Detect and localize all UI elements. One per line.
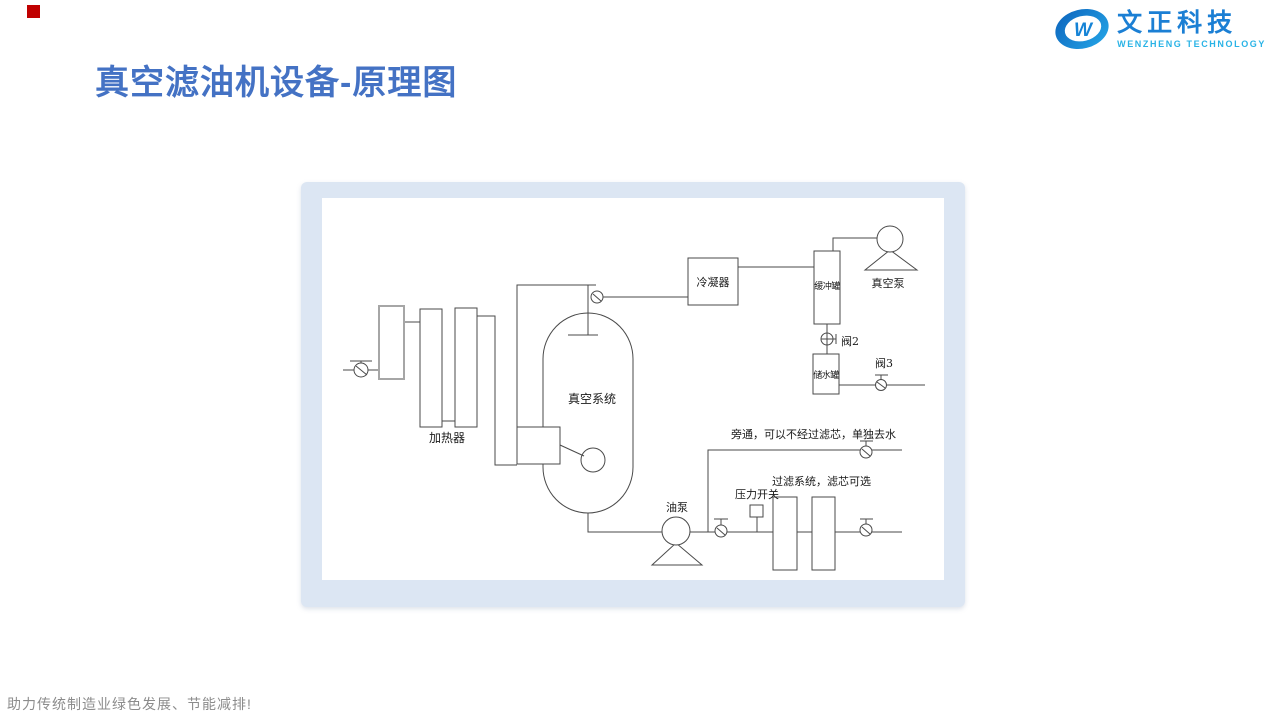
pressure-switch-symbol xyxy=(749,504,764,518)
valve-3-symbol xyxy=(875,374,888,391)
page-title: 真空滤油机设备-原理图 xyxy=(95,64,458,102)
water-tank xyxy=(812,353,840,395)
level-float-assembly xyxy=(516,426,606,473)
condenser-label: 冷凝器 xyxy=(697,275,730,289)
outlet-valve-symbol xyxy=(859,518,873,537)
water-tank-label: 储水罐 xyxy=(813,369,839,381)
heater-label: 加热器 xyxy=(429,431,465,445)
brand-subtitle: WENZHENG TECHNOLOGY xyxy=(1117,39,1266,49)
pressure-switch-label: 压力开关 xyxy=(735,487,779,501)
valve-2-label: 阀2 xyxy=(841,334,859,348)
vacuum-pump-symbol xyxy=(863,225,919,271)
bypass-valve-symbol xyxy=(859,440,873,459)
filter-housings xyxy=(772,496,836,571)
slide-accent-marker xyxy=(27,5,40,18)
bypass-note: 旁通，可以不经过滤芯，单独去水 xyxy=(731,427,896,441)
vacuum-vessel xyxy=(542,312,634,514)
w-swoosh-logo-icon: W xyxy=(1055,8,1109,50)
company-logo: W 文正科技 WENZHENG TECHNOLOGY xyxy=(1053,8,1266,52)
buffer-tank-label: 缓冲罐 xyxy=(814,280,840,292)
slide-footer-slogan: 助力传统制造业绿色发展、节能减排! xyxy=(7,696,252,712)
logo-monogram: W xyxy=(1074,20,1094,41)
piping-schematic-svg: 加热器 真空系统 冷凝器 缓冲罐 真空泵 阀2 储水罐 阀3 油泵 压力开关 旁… xyxy=(343,225,925,571)
valve-2-symbol xyxy=(820,332,837,346)
oil-pump-label: 油泵 xyxy=(666,500,688,514)
vacuum-pump-label: 真空泵 xyxy=(872,276,905,290)
condenser-box xyxy=(687,257,739,306)
valve-3-label: 阀3 xyxy=(875,356,893,370)
vacuum-system-label: 真空系统 xyxy=(568,392,616,406)
schematic-diagram: 加热器 真空系统 冷凝器 缓冲罐 真空泵 阀2 储水罐 阀3 油泵 压力开关 旁… xyxy=(322,198,944,580)
buffer-tank xyxy=(813,250,841,325)
filter-note: 过滤系统，滤芯可选 xyxy=(772,474,871,488)
filter-inlet-valve-symbol xyxy=(714,518,728,538)
inlet-valve-symbol xyxy=(350,360,372,378)
brand-name: 文正科技 xyxy=(1117,9,1238,37)
vessel-top-valve-symbol xyxy=(580,284,604,304)
heater-unit xyxy=(378,305,478,428)
oil-pump-symbol xyxy=(650,516,704,566)
